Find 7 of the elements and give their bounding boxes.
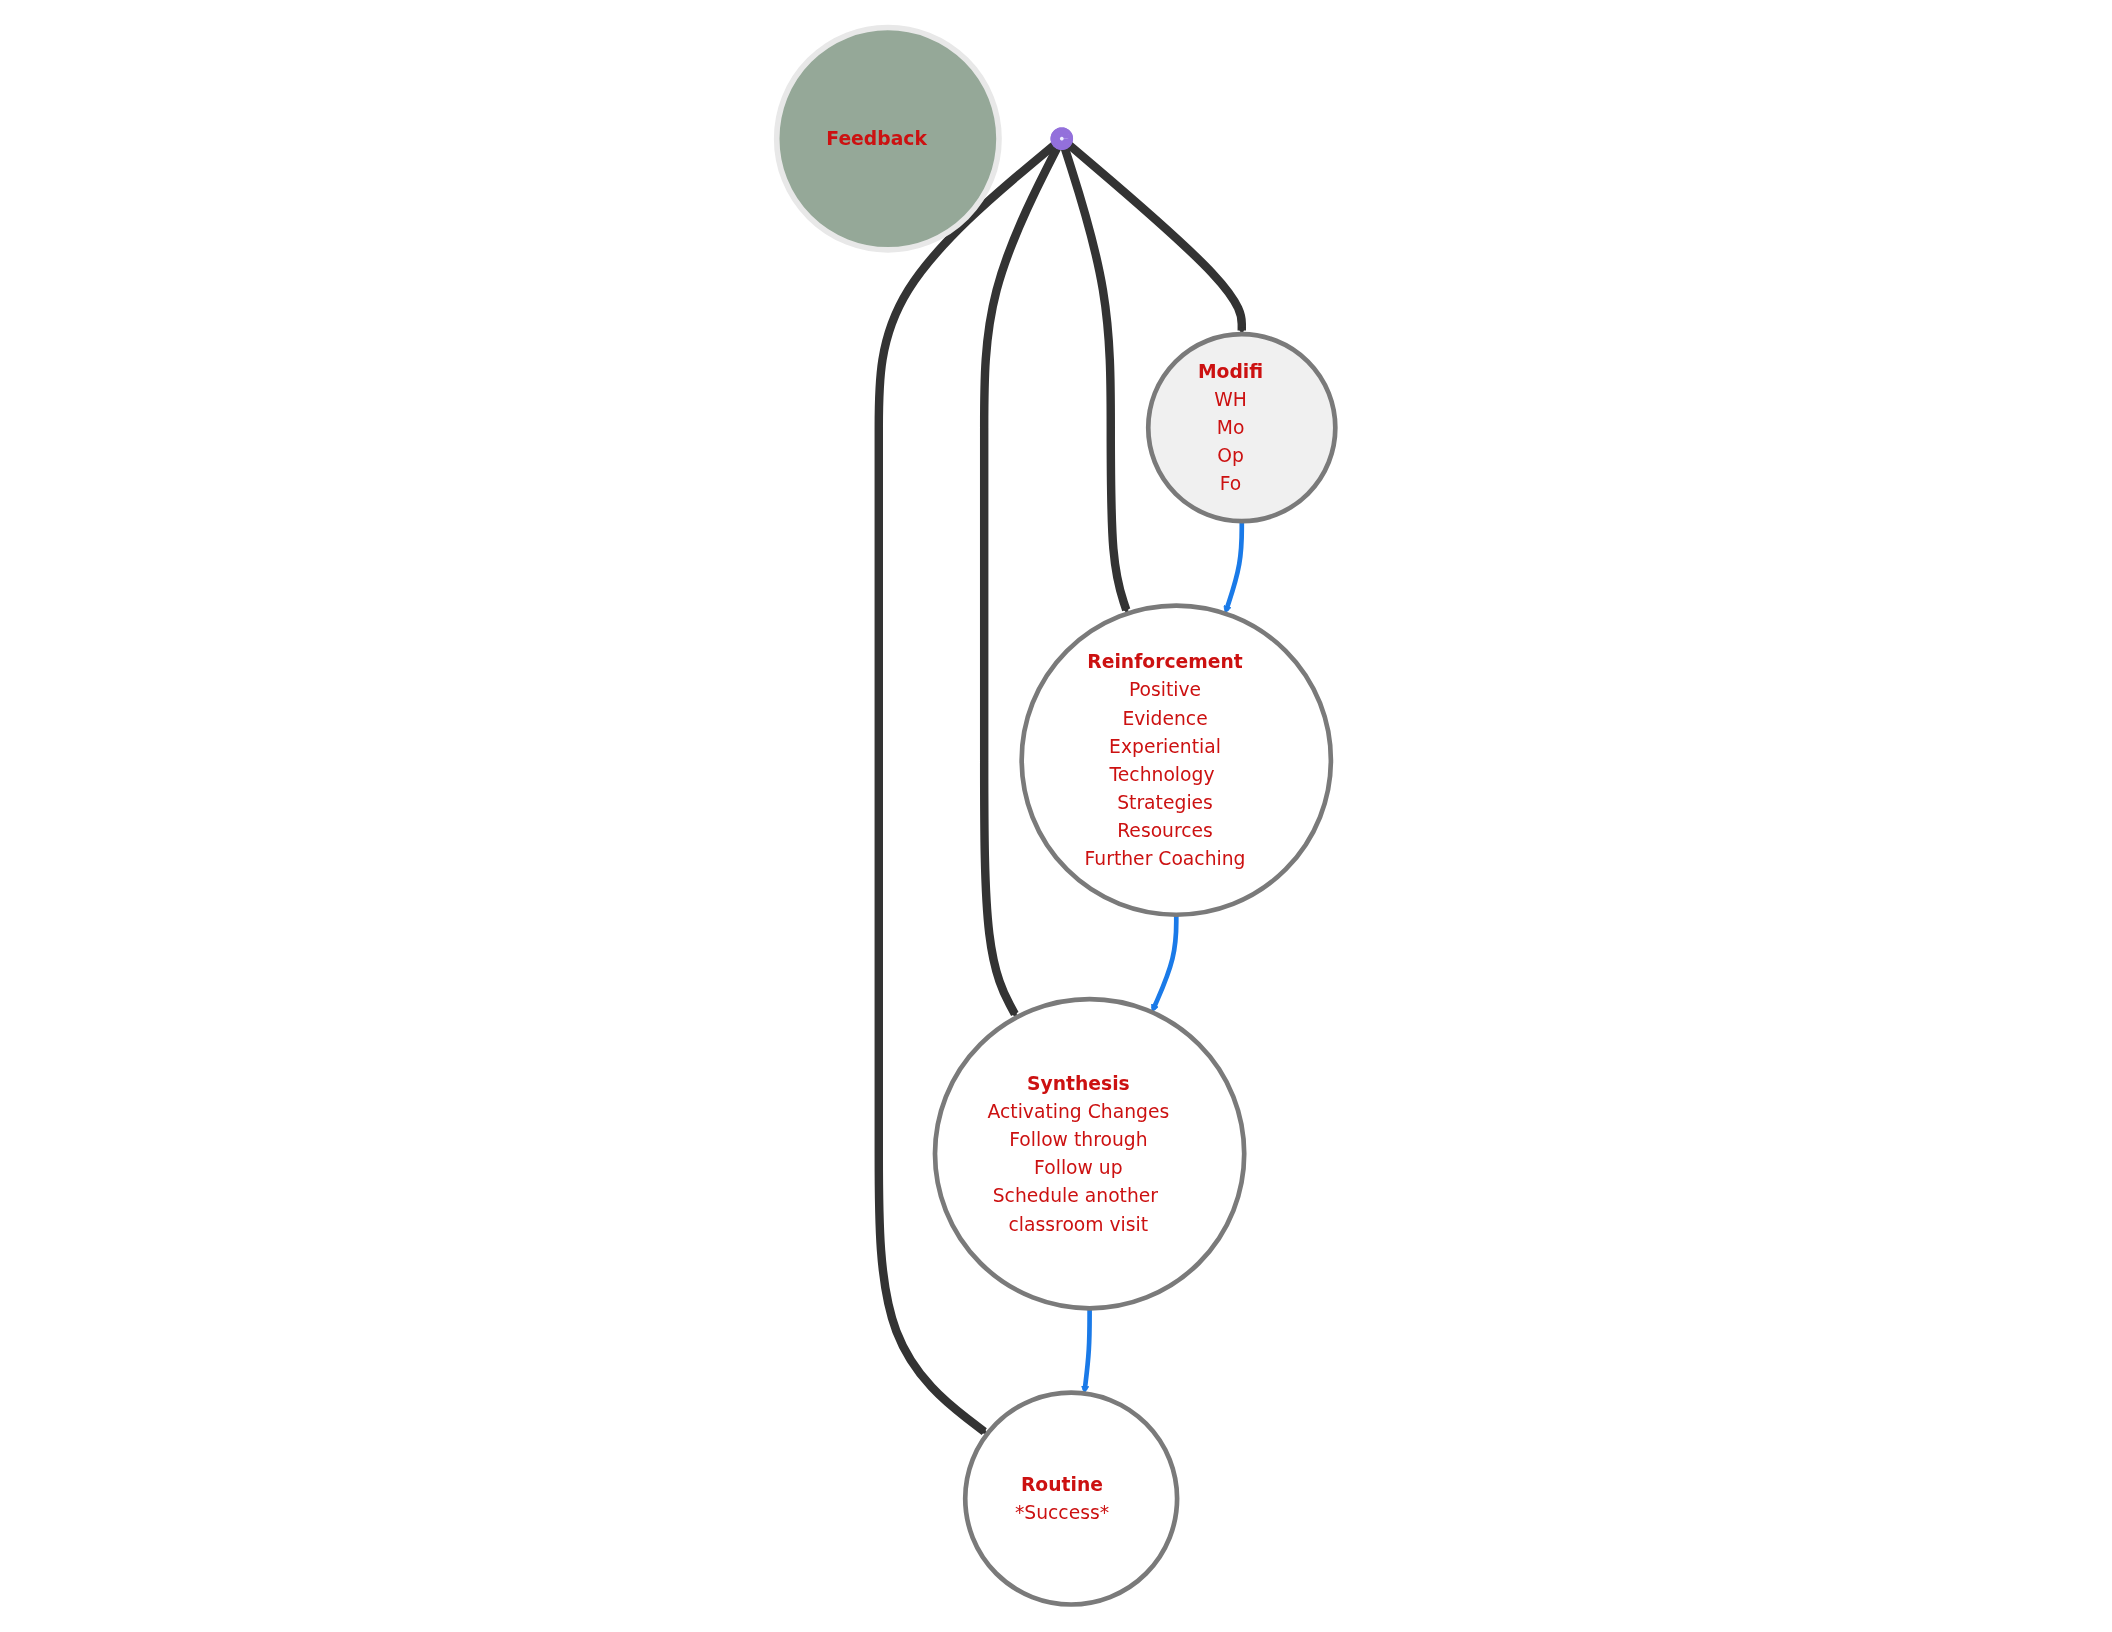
arrow xyxy=(1223,521,1245,614)
node-circle: Feedback xyxy=(773,24,1002,253)
node-circle: Synthesis Activating Changes Follow through Follow up Schedule another classroom visit xyxy=(932,996,1247,1311)
node-circle: Reinforcement Positive Evidence Experiential Technology Strategies Resources Further Coaching xyxy=(1019,603,1334,918)
arrow xyxy=(1081,1308,1092,1394)
node-circle: Routine *Success* xyxy=(962,1390,1180,1607)
node-circle: Modifi WH Mo Op Fo xyxy=(1145,331,1338,524)
